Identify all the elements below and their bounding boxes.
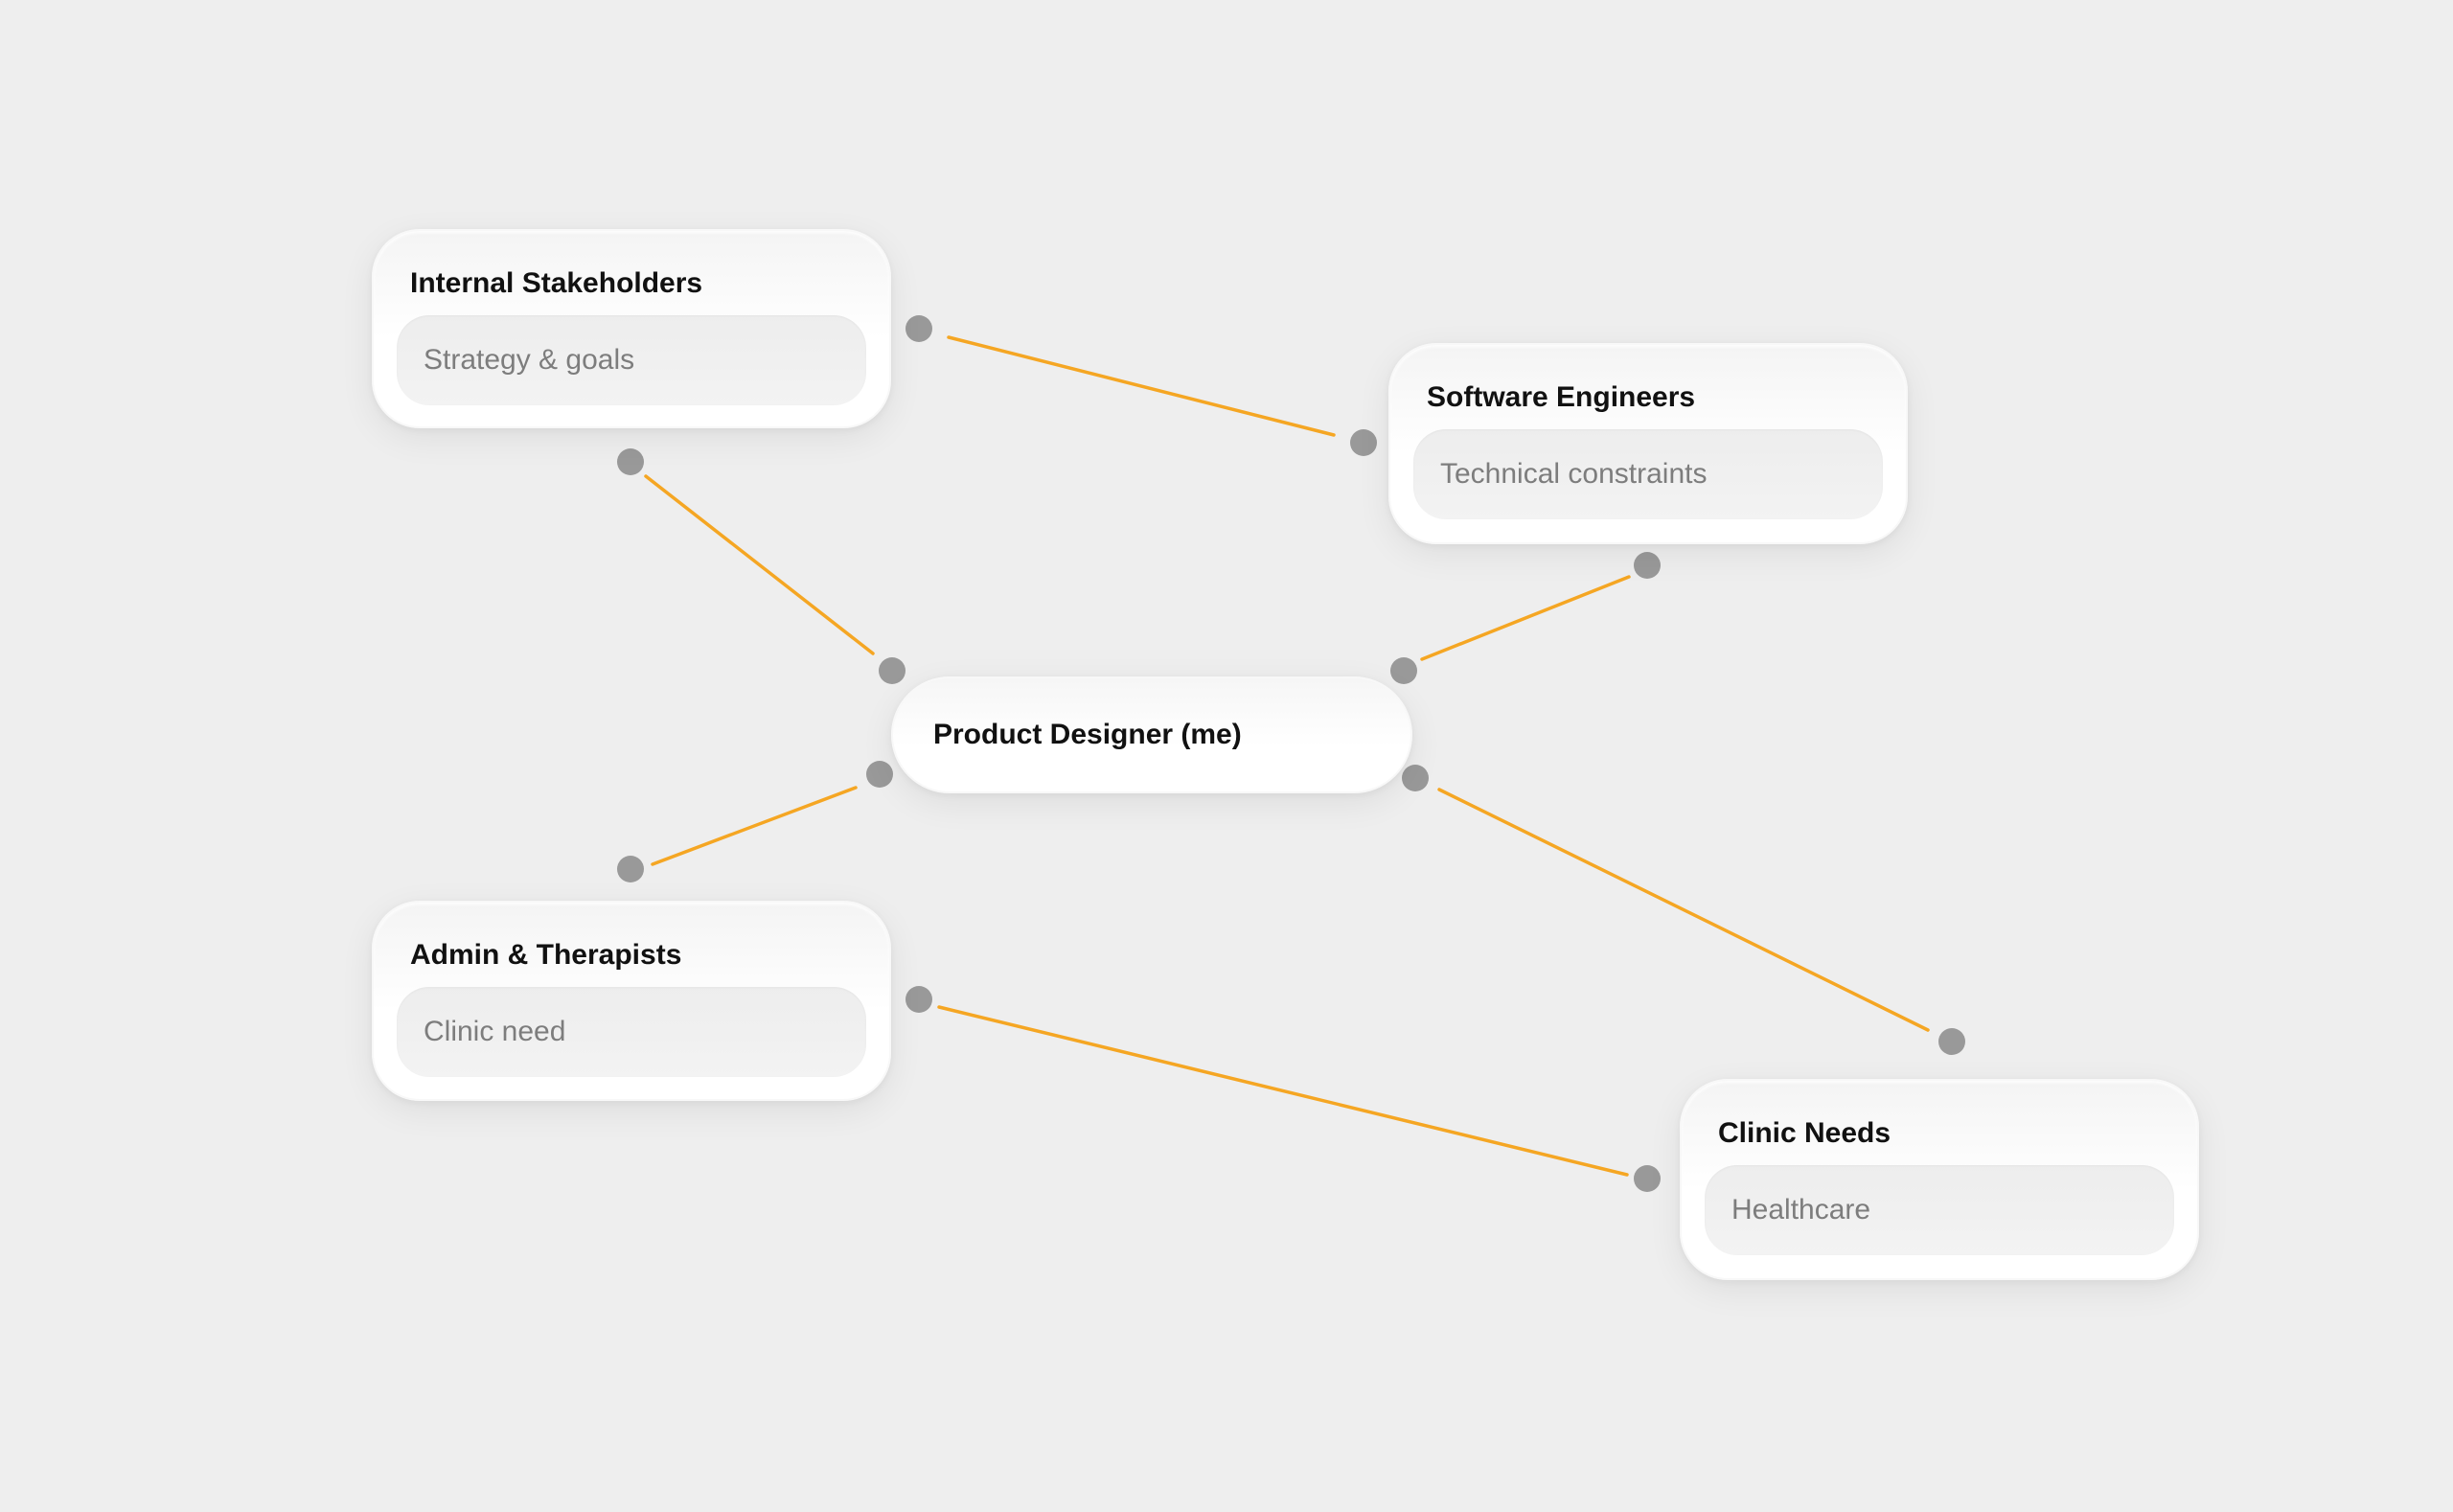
handle-clinic-left[interactable] bbox=[1634, 1165, 1661, 1192]
node-title: Product Designer (me) bbox=[933, 719, 1242, 750]
node-internal-stakeholders[interactable]: Internal Stakeholders Strategy & goals bbox=[372, 229, 891, 428]
handle-admin-top[interactable] bbox=[617, 856, 644, 882]
node-subtitle: Strategy & goals bbox=[424, 344, 635, 376]
node-subtitle: Healthcare bbox=[1731, 1194, 1871, 1226]
handle-engineers-left[interactable] bbox=[1350, 429, 1377, 456]
node-title: Admin & Therapists bbox=[410, 939, 682, 971]
handle-internal-bottom[interactable] bbox=[617, 448, 644, 475]
handle-internal-right[interactable] bbox=[906, 315, 932, 342]
handle-clinic-top[interactable] bbox=[1938, 1028, 1965, 1055]
handle-center-bottom-left[interactable] bbox=[866, 761, 893, 788]
handle-center-bottom-right[interactable] bbox=[1402, 765, 1429, 791]
handle-center-top-left[interactable] bbox=[879, 657, 906, 684]
connector-internal-to-engineers bbox=[947, 335, 1336, 437]
node-title: Internal Stakeholders bbox=[410, 267, 703, 299]
node-subtitle-pill: Healthcare bbox=[1705, 1165, 2174, 1255]
node-subtitle-pill: Clinic need bbox=[397, 987, 866, 1077]
node-admin-therapists[interactable]: Admin & Therapists Clinic need bbox=[372, 901, 891, 1101]
node-title: Software Engineers bbox=[1427, 381, 1696, 413]
node-product-designer[interactable]: Product Designer (me) bbox=[891, 676, 1412, 793]
node-subtitle-pill: Strategy & goals bbox=[397, 315, 866, 405]
node-subtitle: Technical constraints bbox=[1440, 458, 1708, 490]
connector-admin-to-clinic bbox=[937, 1005, 1629, 1177]
handle-center-top-right[interactable] bbox=[1390, 657, 1417, 684]
node-clinic-needs[interactable]: Clinic Needs Healthcare bbox=[1680, 1079, 2199, 1280]
connector-center-to-clinic bbox=[1437, 788, 1930, 1032]
node-subtitle: Clinic need bbox=[424, 1016, 566, 1047]
connector-internal-to-center bbox=[644, 474, 875, 655]
handle-engineers-bottom[interactable] bbox=[1634, 552, 1661, 579]
node-title: Clinic Needs bbox=[1718, 1117, 1891, 1149]
connector-center-to-admin bbox=[651, 786, 858, 866]
node-subtitle-pill: Technical constraints bbox=[1413, 429, 1883, 519]
connector-engineers-to-center bbox=[1420, 575, 1631, 661]
node-software-engineers[interactable]: Software Engineers Technical constraints bbox=[1388, 343, 1908, 544]
handle-admin-right[interactable] bbox=[906, 986, 932, 1013]
